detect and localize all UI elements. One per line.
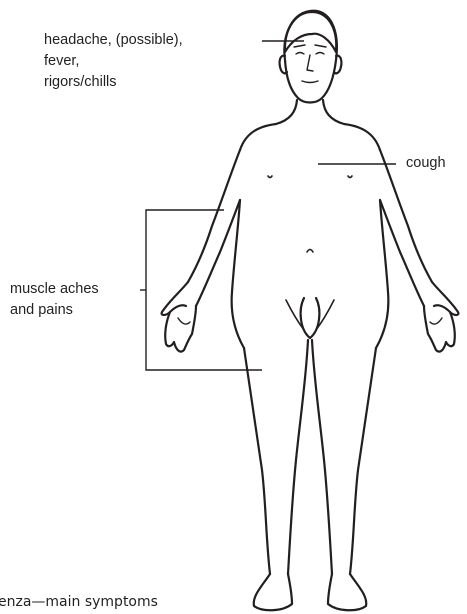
navel: [307, 250, 313, 253]
and-pains-text: and pains: [10, 300, 99, 321]
torso-right-side: [376, 200, 388, 348]
torso-left-side: [232, 200, 244, 348]
head-symptoms-label: headache, (possible), fever, rigors/chil…: [44, 30, 183, 93]
right-foot: [328, 574, 366, 610]
left-eye: [296, 53, 304, 55]
cough-label: cough: [406, 153, 446, 174]
figure-caption: enza—main symptoms: [0, 594, 158, 610]
left-palm-crease: [178, 318, 190, 324]
mouth: [302, 81, 318, 83]
left-leg-inner: [288, 340, 308, 574]
left-foot: [254, 574, 292, 610]
left-thumb: [170, 305, 186, 312]
right-leg-outer: [350, 348, 376, 574]
right-leg-inner: [312, 340, 332, 574]
rigors-text: rigors/chills: [44, 72, 183, 93]
right-thumb: [434, 305, 450, 312]
fever-text: fever,: [44, 51, 183, 72]
headache-text: headache, (possible),: [44, 30, 183, 51]
right-eyebrow: [315, 45, 326, 47]
nose: [307, 55, 313, 71]
genitals: [301, 298, 320, 338]
left-leg-outer: [244, 348, 270, 574]
left-nipple: [268, 176, 272, 178]
left-eyebrow: [294, 45, 305, 47]
left-hand: [162, 282, 196, 352]
muscle-aches-text: muscle aches: [10, 279, 99, 300]
muscle-aches-label: muscle aches and pains: [10, 279, 99, 321]
left-arm-outer: [188, 150, 240, 282]
right-nipple: [348, 176, 352, 178]
left-shoulder: [240, 100, 297, 150]
right-eye: [316, 53, 324, 55]
right-shoulder: [323, 100, 380, 150]
right-palm-crease: [430, 318, 442, 324]
right-hand: [424, 282, 458, 352]
